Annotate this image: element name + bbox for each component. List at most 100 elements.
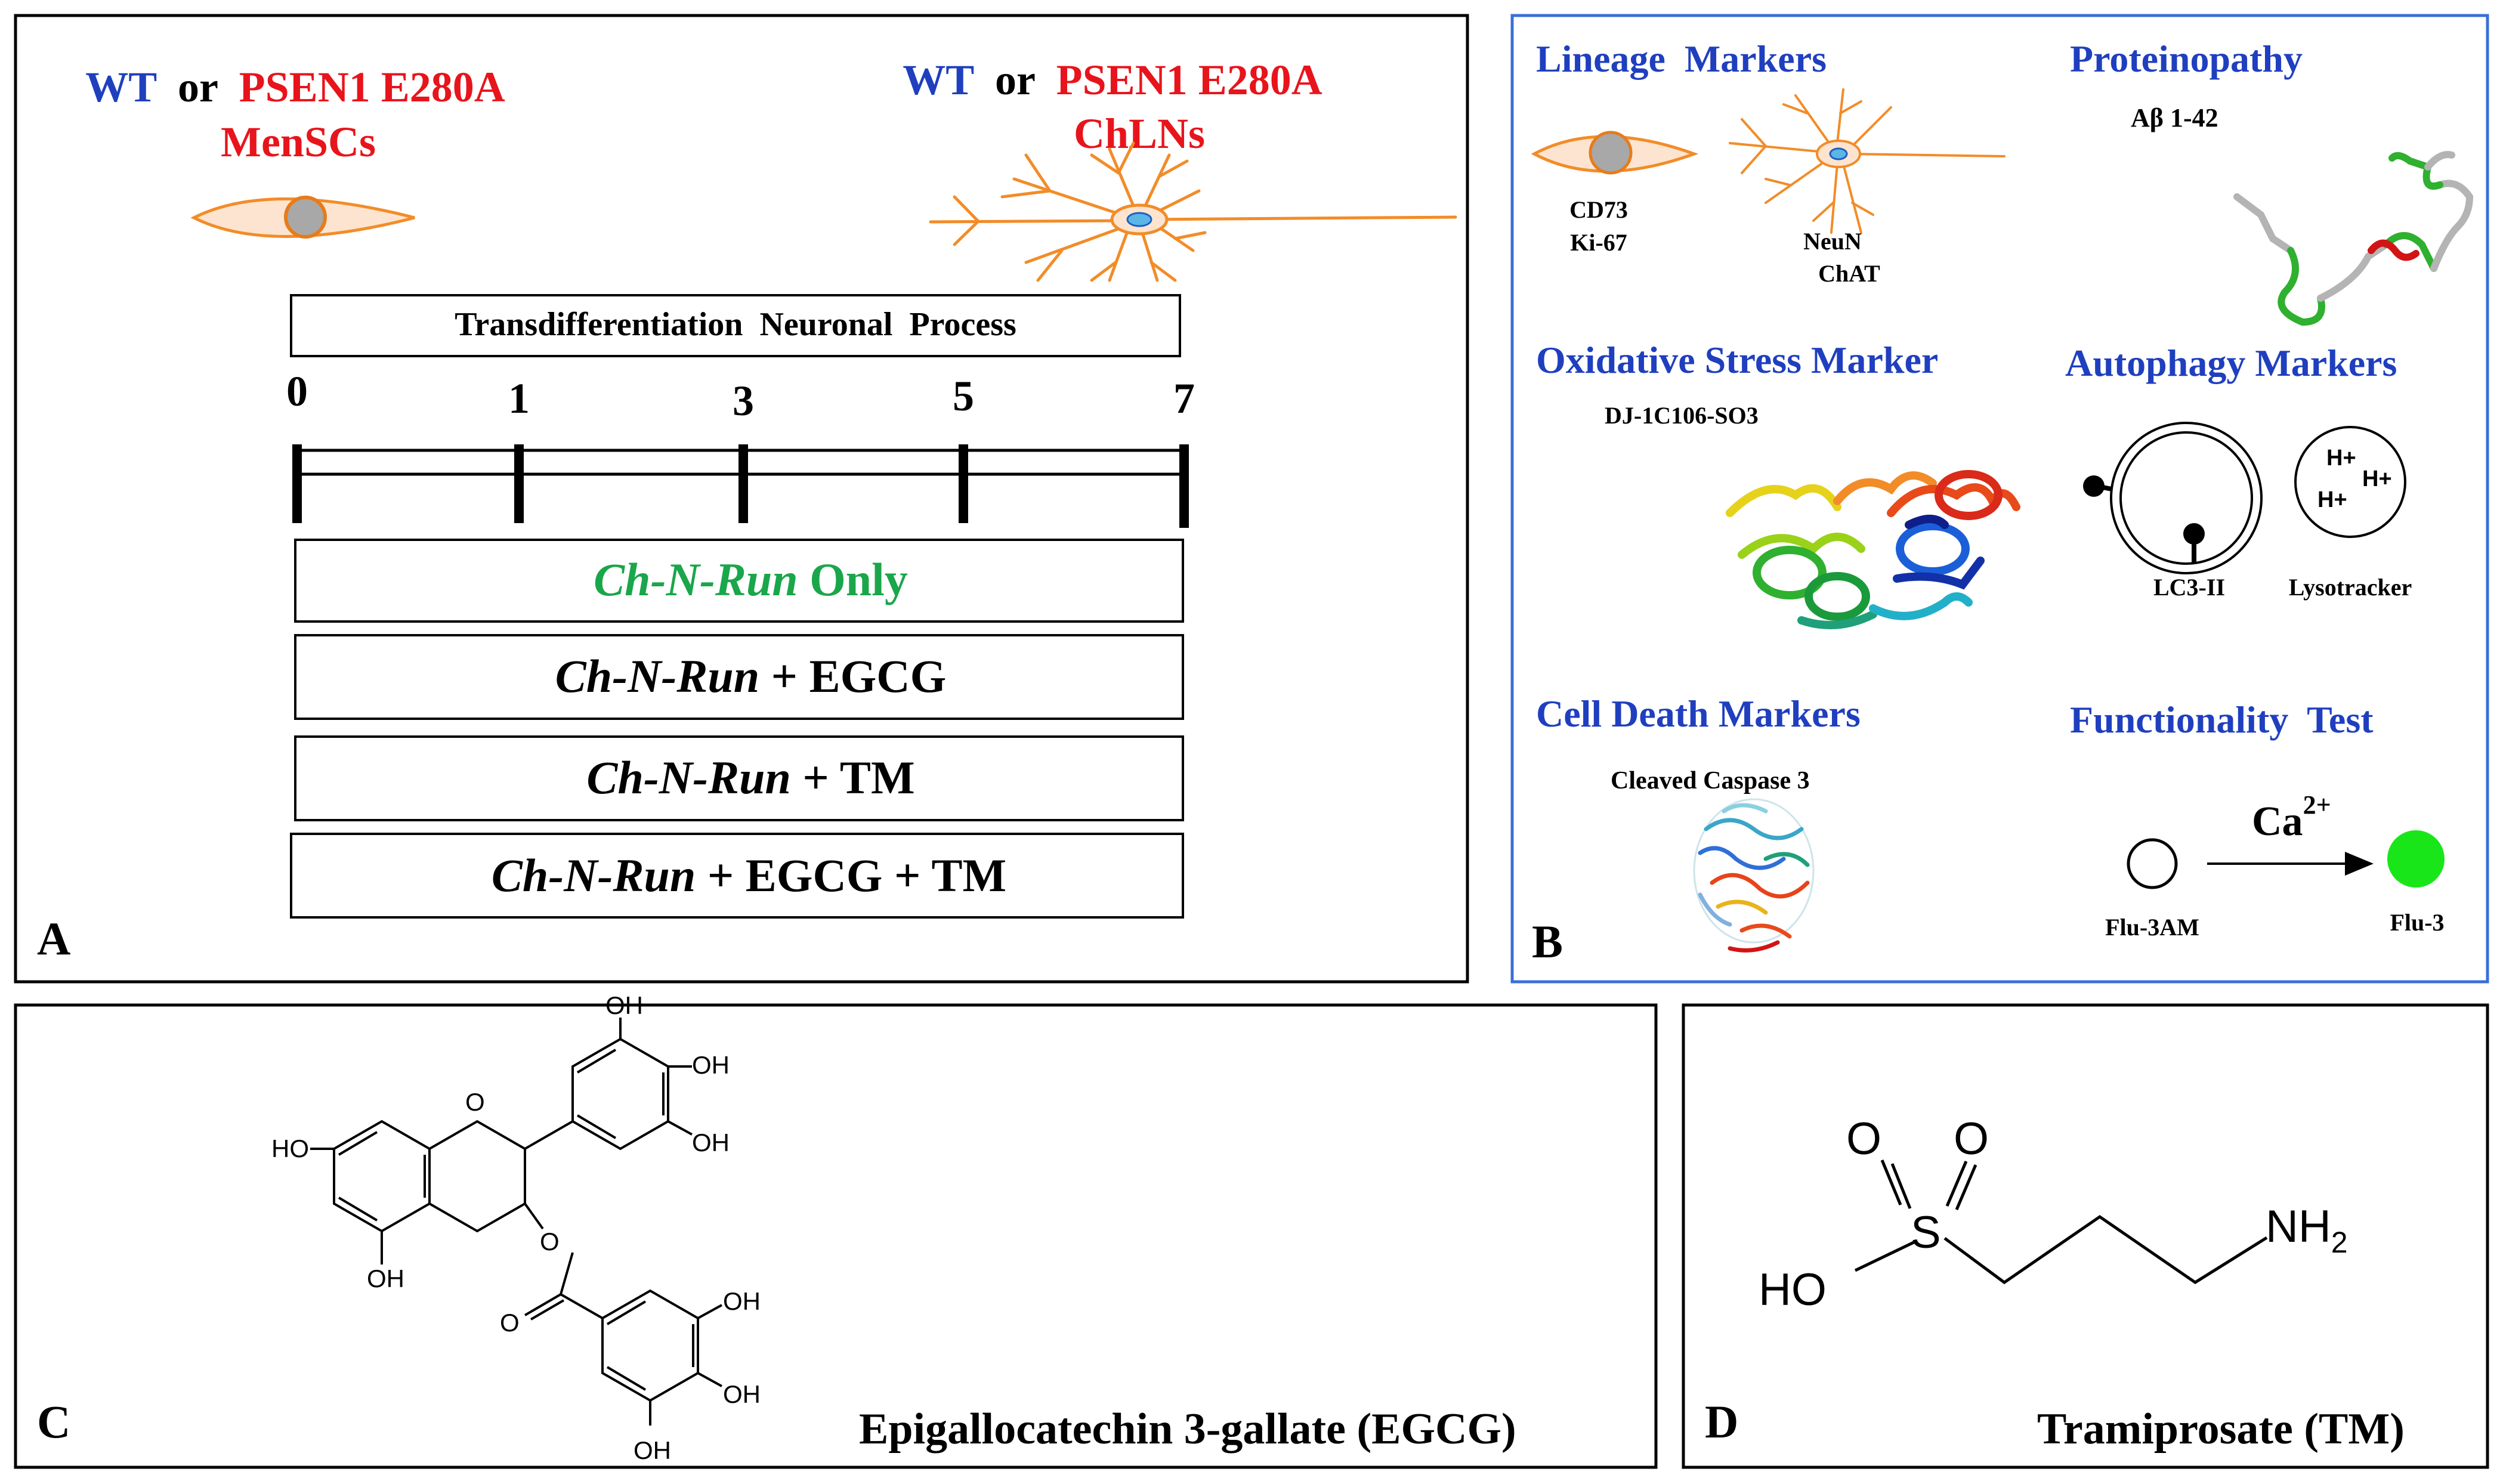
condition-egcg-tm: Ch-N-Run + EGCG + TM [387,849,1087,901]
or-label: or [178,63,218,111]
amine-subscript: 2 [2331,1226,2348,1259]
panel-d: O O S HO NH2 Tramiprosate (TM) D [1682,1003,2489,1469]
panel-d-border [1682,1003,2489,1469]
mutation-label: PSEN1 E280A [239,63,505,111]
panel-b: Lineage Markers CD73 Ki-67 NeuN ChAT Pro… [1510,14,2489,984]
process-label: Transdifferentiation Neuronal Process [455,306,1016,343]
day-tick [1179,444,1189,528]
atom-label: O [500,1309,520,1337]
atom-label: OH [367,1265,404,1293]
timeline: 0 1 3 5 7 [286,367,1195,528]
condition-italic: Ch-N-Run [492,849,696,901]
process-box [290,294,1181,357]
condition-box [294,634,1184,720]
dj1-protein-illustration [1726,470,2020,629]
cell-death-title: Cell Death Markers [1536,692,1861,735]
chlns-genotype-label: WT or PSEN1 E280A [903,56,1322,104]
proteinopathy-title: Proteinopathy [2070,38,2303,80]
flu3am-label: Flu-3AM [2105,914,2199,941]
flu3-circle-icon [2387,830,2445,888]
panel-c: OH OH OH HO O OH O O OH OH OH Epigalloca… [14,991,1658,1469]
condition-rest: + EGCG + TM [696,849,1006,901]
atom-label: O [465,1088,485,1116]
flu3am-circle-icon [2127,838,2178,889]
neuron-icon [1729,88,2006,234]
condition-italic: Ch-N-Run [555,650,759,702]
autophagy-title: Autophagy Markers [2065,342,2397,384]
proton-label: H+ [2326,446,2356,471]
atom-label: O [1846,1114,1881,1164]
atom-label: OH [692,1129,730,1157]
day-label: 3 [733,377,754,425]
egcg-caption: Epigallocatechin 3-gallate (EGCG) [859,1405,1516,1454]
day-tick [738,444,748,523]
condition-rest: Only [798,554,908,605]
atom-label: OH [723,1287,761,1315]
menscs-cell-illustration [190,196,415,239]
condition-box [294,735,1184,821]
wt-label: WT [903,56,974,104]
lineage-marker-label: CD73 [1569,196,1628,223]
calcium-ion: Ca [2252,799,2303,845]
day-label: 5 [953,372,974,420]
proton-label: H+ [2362,466,2392,491]
condition-italic: Ch-N-Run [594,554,798,605]
functionality-title: Functionality Test [2070,698,2374,741]
panel-c-border [14,1003,1658,1469]
lysotracker-label: Lysotracker [2289,574,2412,601]
caspase-protein-illustration [1693,798,1815,953]
atom-label: HO [271,1134,309,1163]
egcg-atom-labels: OH OH OH HO O OH O O OH OH OH [271,991,761,1464]
atom-label: O [1954,1114,1989,1164]
atom-label: S [1911,1207,1941,1258]
condition-rest: + TM [791,752,915,803]
lc3-label: LC3-II [2153,574,2225,601]
condition-egcg: Ch-N-Run + EGCG [450,650,1028,702]
egcg-structure [310,1018,722,1426]
dj1-label: DJ-1C106-SO3 [1605,402,1759,429]
condition-only: Ch-N-Run Only [489,554,990,605]
condition-box [294,539,1184,623]
oxidative-stress-title: Oxidative Stress Marker [1536,339,1938,381]
amine-label: NH [2266,1201,2331,1252]
atom-label: OH [692,1051,730,1079]
atom-label: NH2 [2266,1201,2348,1259]
lineage-marker-label: Ki-67 [1570,229,1627,256]
autophagosome-icon [2083,422,2263,574]
calcium-label: Ca2+ [2252,790,2331,845]
lysosome-icon: H+ H+ H+ [2294,426,2406,538]
tramiprosate-atom-labels: O O S HO NH2 [1759,1114,2348,1315]
atom-label: OH [605,991,643,1019]
chln-neuron-illustration [929,141,1457,282]
condition-tm: Ch-N-Run + TM [482,752,996,803]
panel-letter: D [1705,1396,1738,1448]
day-label: 7 [1173,375,1195,422]
condition-italic: Ch-N-Run [586,752,790,803]
panel-letter: C [37,1396,70,1448]
panel-letter: A [37,913,70,964]
lineage-markers-title: Lineage Markers [1536,38,1827,80]
lineage-marker-label: NeuN [1803,228,1862,255]
conditions-list: Ch-N-Run Only Ch-N-Run + EGCG Ch-N-Run +… [290,539,1184,919]
panel-b-border [1510,14,2489,984]
proton-label: H+ [2317,487,2347,512]
chlns-label: ChLNs [1074,110,1205,157]
mutation-label: PSEN1 E280A [1056,56,1322,104]
day-tick [292,444,302,523]
atom-label: O [540,1228,560,1256]
flu3-label: Flu-3 [2390,909,2444,936]
menscs-label: MenSCs [221,118,376,166]
day-label: 0 [286,367,308,415]
calcium-charge: 2+ [2303,790,2331,820]
atom-label: OH [723,1380,761,1408]
condition-box [290,833,1184,919]
panel-a: WT or PSEN1 E280A MenSCs WT or PSEN1 E28… [14,14,1469,984]
tramiprosate-structure [1854,1160,2268,1285]
panel-letter: B [1532,916,1563,967]
abeta-peptide-illustration [2233,151,2473,326]
atom-label: OH [634,1436,671,1464]
lineage-marker-label: ChAT [1818,260,1880,287]
menscs-genotype-label: WT or PSEN1 E280A [85,63,505,111]
condition-rest: + EGCG [759,650,946,702]
